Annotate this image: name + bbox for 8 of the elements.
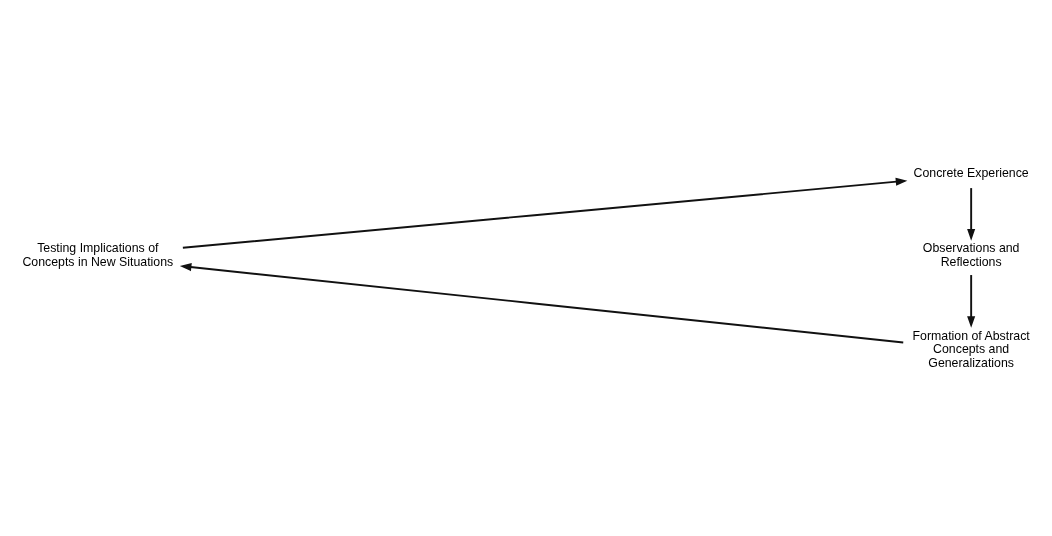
arrow [967,274,976,328]
arrow [179,263,905,344]
arrow [181,177,908,249]
node-text: Testing Implications of Concepts in New Situations [22,241,174,270]
node-text: Formation of Abstract Concepts and Generalizations [912,328,1030,371]
node-text: Observations and Reflections [922,241,1020,270]
node-text: Concrete Experience [913,165,1029,180]
arrow [967,187,976,241]
